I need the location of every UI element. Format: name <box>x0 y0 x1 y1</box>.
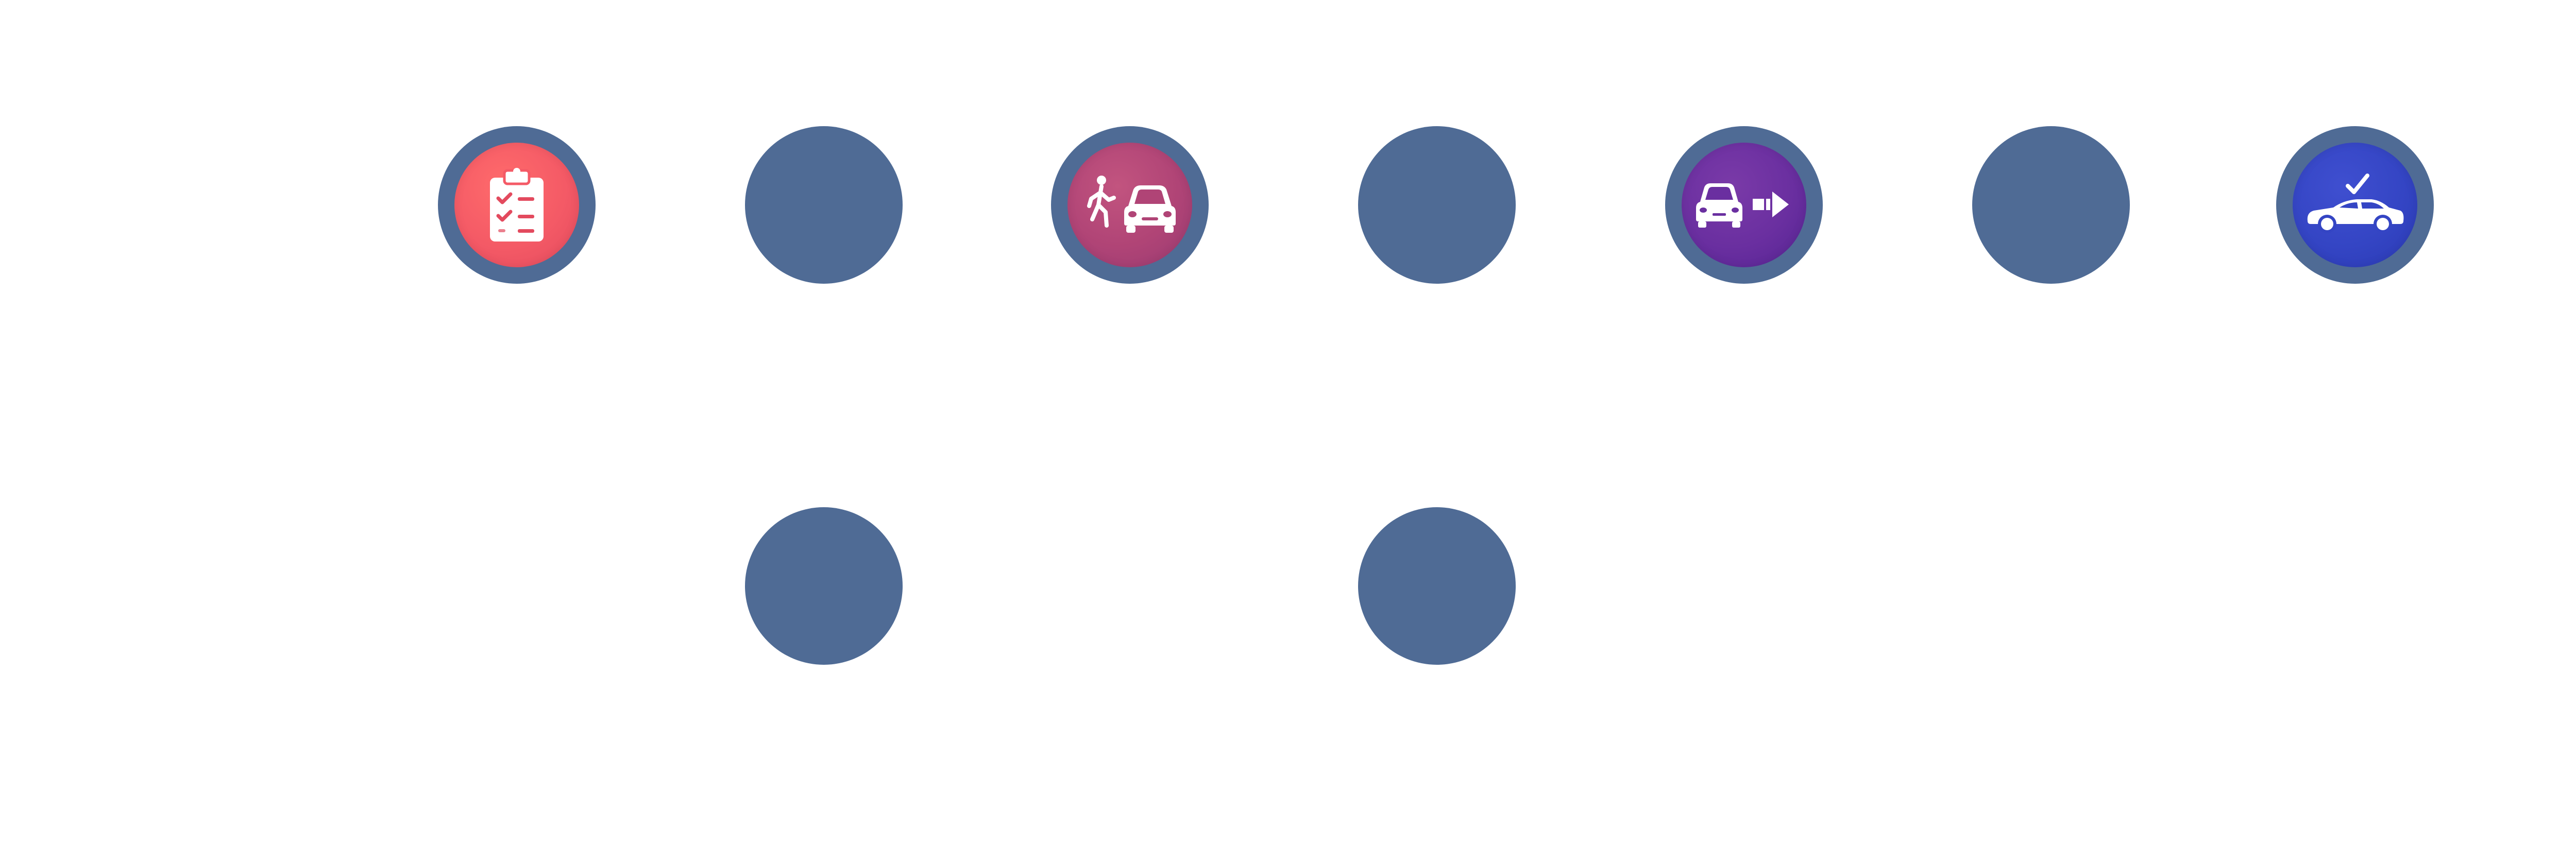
clipboard-checklist-icon <box>490 168 544 242</box>
step-node-car-checkmark[interactable] <box>2276 126 2434 284</box>
connector-node-6[interactable] <box>1972 126 2130 284</box>
connector-node-4[interactable] <box>1358 126 1516 284</box>
connector-node-8[interactable] <box>745 507 903 665</box>
step-node-checklist-inner <box>454 143 579 267</box>
step-node-pedestrian-car[interactable] <box>1051 126 1209 284</box>
pedestrian-and-car-icon <box>1087 176 1176 233</box>
connector-node-9[interactable] <box>1358 507 1516 665</box>
step-node-car-forward-inner <box>1682 143 1806 267</box>
car-checkmark-icon <box>2307 174 2404 233</box>
step-node-car-checkmark-inner <box>2293 143 2417 267</box>
car-drive-forward-icon <box>1696 183 1789 228</box>
step-node-pedestrian-car-inner <box>1067 143 1192 267</box>
step-node-car-forward[interactable] <box>1665 126 1823 284</box>
connector-node-2[interactable] <box>745 126 903 284</box>
step-node-checklist[interactable] <box>438 126 596 284</box>
